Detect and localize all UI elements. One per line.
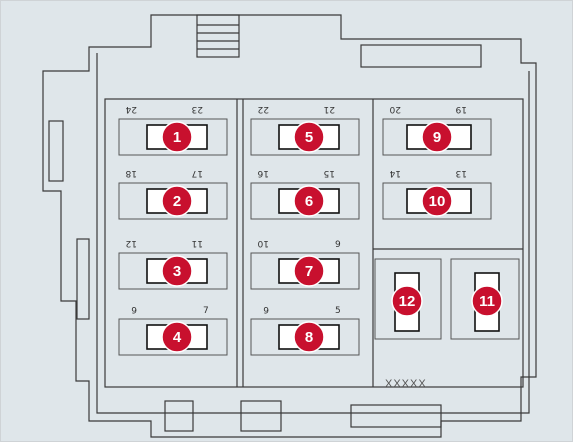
terminal-label: 23 bbox=[192, 104, 203, 114]
svg-text:10: 10 bbox=[429, 193, 446, 210]
fuse-badge-8: 8 bbox=[293, 321, 325, 353]
fuse-badge-9: 9 bbox=[421, 121, 453, 153]
svg-text:3: 3 bbox=[173, 263, 181, 280]
terminal-label: 18 bbox=[125, 168, 137, 178]
svg-text:12: 12 bbox=[399, 293, 416, 310]
terminal-label: 11 bbox=[192, 238, 203, 248]
fuse-badge-10: 10 bbox=[421, 185, 453, 217]
fuse-badges: 1 2 3 4 5 6 7 8 9 10 11 12 bbox=[161, 121, 503, 353]
fuse-badge-12: 12 bbox=[391, 285, 423, 317]
terminal-label: 12 bbox=[126, 238, 137, 248]
terminal-label: 15 bbox=[324, 168, 335, 178]
svg-text:11: 11 bbox=[479, 293, 495, 310]
svg-text:7: 7 bbox=[305, 263, 313, 280]
terminal-label: 17 bbox=[192, 168, 203, 178]
svg-text:9: 9 bbox=[433, 129, 441, 146]
fuse-badge-4: 4 bbox=[161, 321, 193, 353]
terminal-label: 6 bbox=[263, 304, 269, 314]
terminal-label: 21 bbox=[324, 104, 335, 114]
svg-text:2: 2 bbox=[173, 193, 181, 210]
fuse-badge-5: 5 bbox=[293, 121, 325, 153]
terminal-label: 7 bbox=[203, 306, 209, 316]
fuse-badge-6: 6 bbox=[293, 185, 325, 217]
fuse-badge-11: 11 bbox=[471, 285, 503, 317]
terminal-label: 5 bbox=[335, 306, 341, 316]
terminal-label: 20 bbox=[389, 104, 401, 114]
terminal-label: 24 bbox=[125, 104, 137, 114]
terminal-label: 9 bbox=[335, 240, 341, 250]
svg-text:8: 8 bbox=[305, 329, 313, 346]
terminal-label: 19 bbox=[455, 104, 467, 114]
terminal-label: 6 bbox=[131, 304, 137, 314]
svg-text:4: 4 bbox=[173, 329, 182, 346]
terminal-label: 16 bbox=[257, 168, 269, 178]
fuse-panel bbox=[104, 98, 524, 388]
svg-text:5: 5 bbox=[305, 129, 313, 146]
fuse-badge-3: 3 bbox=[161, 255, 193, 287]
terminal-label: 13 bbox=[456, 168, 467, 178]
top-connector bbox=[196, 14, 240, 58]
fuse-badge-7: 7 bbox=[293, 255, 325, 287]
terminal-label: 14 bbox=[389, 168, 401, 178]
svg-text:1: 1 bbox=[173, 129, 181, 146]
terminal-label: 10 bbox=[257, 238, 269, 248]
housing-outline bbox=[42, 14, 537, 438]
fuse-badge-2: 2 bbox=[161, 185, 193, 217]
part-marking: XXXXX bbox=[385, 378, 427, 390]
svg-text:6: 6 bbox=[305, 193, 313, 210]
fuse-badge-1: 1 bbox=[161, 121, 193, 153]
terminal-label: 22 bbox=[258, 104, 269, 114]
